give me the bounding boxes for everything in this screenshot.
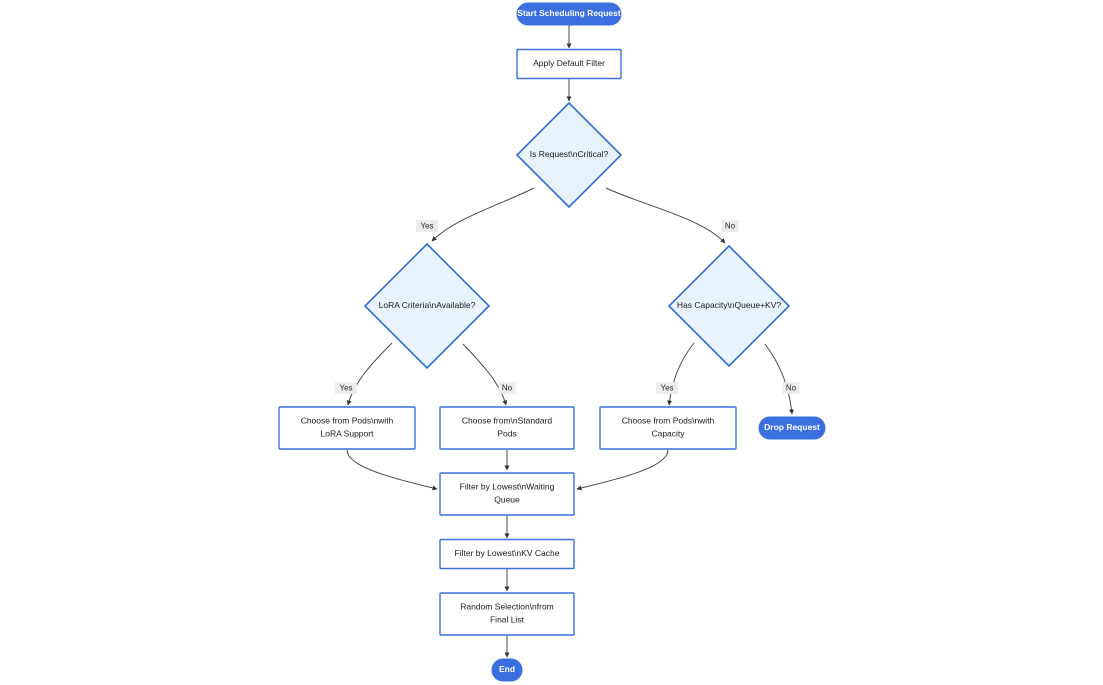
node-end[interactable]: End: [491, 658, 523, 682]
node-is_request_critical[interactable]: Is Request\nCritical?: [515, 101, 623, 209]
edge-label-lora_criteria_available-yes: Yes: [335, 382, 357, 394]
edge-label-background: [782, 382, 800, 394]
node-shape-rect: [439, 592, 575, 636]
node-shape-rect: [439, 472, 575, 516]
node-label-start: Start Scheduling Request: [517, 8, 621, 18]
node-shape-stadium: [491, 658, 523, 682]
node-shape-diamond: [667, 244, 791, 368]
node-shape-rect: [599, 406, 737, 450]
edge-label-text: Yes: [339, 384, 352, 393]
node-shape-diamond: [363, 242, 491, 370]
edge-has_capacity-to-drop_request: [764, 343, 795, 415]
edge-label-text: Yes: [420, 222, 433, 231]
node-drop_request[interactable]: Drop Request: [758, 416, 826, 440]
edge-is_request_critical-to-has_capacity: [605, 187, 726, 244]
node-apply_default_filter[interactable]: Apply Default Filter: [516, 48, 622, 80]
edge-lora_criteria_available-to-choose_lora_pods: [346, 342, 393, 406]
edges-layer: [346, 25, 795, 658]
edge-label-text: No: [786, 384, 797, 393]
edge-label-background: [498, 382, 516, 394]
node-lora_criteria_available[interactable]: LoRA Criteria\nAvailable?: [363, 242, 491, 370]
edge-lora_criteria_available-to-choose_standard_pods: [462, 343, 508, 406]
edge-label-is_request_critical-yes: Yes: [416, 220, 438, 232]
node-label-apply_default_filter: Apply Default Filter: [533, 58, 605, 68]
node-label-lora_criteria_available: LoRA Criteria\nAvailable?: [379, 300, 476, 310]
edge-label-text: Yes: [660, 384, 673, 393]
node-start[interactable]: Start Scheduling Request: [516, 2, 622, 26]
node-label-has_capacity: Has Capacity\nQueue+KV?: [677, 300, 781, 310]
node-label-filter_kv_cache: Filter by Lowest\nKV Cache: [455, 548, 560, 558]
node-shape-rect: [439, 538, 575, 570]
edge-label-has_capacity-yes: Yes: [656, 382, 678, 394]
edge-label-text: No: [725, 222, 736, 231]
edge-has_capacity-to-choose_capacity_pods: [667, 342, 695, 406]
edge-choose_lora_pods-to-filter_waiting_queue: [346, 449, 438, 491]
node-filter_kv_cache[interactable]: Filter by Lowest\nKV Cache: [439, 538, 575, 570]
node-shape-rect: [516, 48, 622, 80]
node-shape-stadium: [516, 2, 622, 26]
edge-label-has_capacity-no: No: [782, 382, 800, 394]
edge-label-background: [656, 382, 678, 394]
node-label-drop_request: Drop Request: [764, 422, 820, 432]
node-label-end: End: [499, 664, 515, 674]
node-has_capacity[interactable]: Has Capacity\nQueue+KV?: [667, 244, 791, 368]
edge-label-is_request_critical-no: No: [721, 220, 739, 232]
node-shape-rect: [278, 406, 416, 450]
edge-choose_capacity_pods-to-filter_waiting_queue: [576, 449, 669, 491]
edge-is_request_critical-to-lora_criteria_available: [431, 187, 535, 242]
edge-label-background: [335, 382, 357, 394]
node-label-is_request_critical: Is Request\nCritical?: [530, 149, 609, 159]
edge-label-lora_criteria_available-no: No: [498, 382, 516, 394]
edge-label-background: [416, 220, 438, 232]
node-shape-diamond: [515, 101, 623, 209]
edge-label-text: No: [502, 384, 513, 393]
node-shape-rect: [439, 406, 575, 450]
node-shape-stadium: [758, 416, 826, 440]
edge-label-background: [721, 220, 739, 232]
